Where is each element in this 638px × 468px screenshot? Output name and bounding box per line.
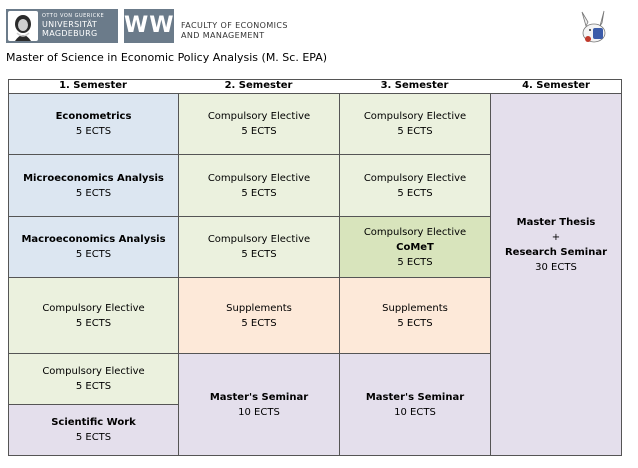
module-title: Master's Seminar — [209, 391, 309, 403]
module-title: Microeconomics Analysis — [23, 172, 164, 184]
university-line2: MAGDEBURG — [42, 29, 98, 38]
portrait-icon — [8, 11, 38, 41]
university-line1: UNIVERSITÄT — [42, 20, 98, 29]
semester-2-header: 2. Semester — [224, 80, 293, 91]
module-compulsory-elective: Compulsory Elective 5 ECTS — [339, 93, 491, 155]
module-compulsory-elective: Compulsory Elective 5 ECTS — [178, 216, 340, 278]
module-title-2: Research Seminar — [504, 247, 608, 258]
semester-1-header: 1. Semester — [59, 80, 127, 91]
module-ects: 5 ECTS — [75, 187, 112, 199]
module-ects: 5 ECTS — [75, 317, 112, 329]
module-ects: 5 ECTS — [241, 249, 277, 260]
module-title: Macroeconomics Analysis — [21, 234, 166, 245]
module-title: Compulsory Elective — [207, 172, 311, 184]
module-ects: 5 ECTS — [397, 317, 433, 329]
module-compulsory-elective-comet: Compulsory Elective CoMeT 5 ECTS — [339, 216, 491, 278]
module-compulsory-elective: Compulsory Elective 5 ECTS — [339, 154, 491, 217]
module-title: Compulsory Elective — [363, 172, 467, 184]
module-plus: + — [551, 232, 561, 243]
module-title: Compulsory Elective — [42, 302, 145, 314]
module-compulsory-elective: Compulsory Elective 5 ECTS — [8, 353, 179, 405]
semester-4-header: 4. Semester — [522, 80, 590, 91]
module-title: Compulsory Elective — [363, 226, 467, 238]
module-compulsory-elective: Compulsory Elective 5 ECTS — [178, 93, 340, 155]
module-title: Compulsory Elective — [42, 366, 145, 377]
module-title: Econometrics — [55, 111, 132, 122]
module-masters-seminar: Master's Seminar 10 ECTS — [178, 353, 340, 456]
module-title: Master's Seminar — [365, 391, 465, 403]
module-ects: 5 ECTS — [75, 432, 112, 443]
module-ects: 5 ECTS — [397, 126, 433, 137]
module-ects: 5 ECTS — [241, 317, 277, 329]
module-ects: 5 ECTS — [75, 381, 112, 392]
module-title: Compulsory Elective — [207, 234, 311, 245]
module-ects: 5 ECTS — [397, 256, 433, 268]
module-supplements: Supplements 5 ECTS — [178, 277, 340, 354]
module-ects: 10 ECTS — [238, 406, 280, 418]
module-title: Scientific Work — [51, 417, 136, 428]
module-title: Supplements — [382, 302, 448, 314]
module-ects: 5 ECTS — [75, 249, 112, 260]
ww-logo: WW — [124, 9, 174, 43]
faculty-line2: AND MANAGEMENT — [181, 31, 265, 40]
faculty-line1: FACULTY OF ECONOMICS — [181, 21, 288, 30]
module-masters-seminar: Master's Seminar 10 ECTS — [339, 353, 491, 456]
mascot-icon — [574, 8, 614, 46]
module-microeconomics: Microeconomics Analysis 5 ECTS — [8, 154, 179, 217]
module-subtitle: CoMeT — [396, 241, 434, 253]
module-macroeconomics: Macroeconomics Analysis 5 ECTS — [8, 216, 179, 278]
module-ects: 30 ECTS — [535, 262, 577, 273]
module-title: Supplements — [226, 302, 292, 314]
module-ects: 5 ECTS — [241, 126, 277, 137]
module-scientific-work: Scientific Work 5 ECTS — [8, 404, 179, 456]
module-econometrics: Econometrics 5 ECTS — [8, 93, 179, 155]
module-ects: 10 ECTS — [394, 406, 436, 418]
module-supplements: Supplements 5 ECTS — [339, 277, 491, 354]
university-small-text: OTTO VON GUERICKE — [42, 13, 105, 19]
module-title: Master Thesis — [516, 217, 596, 228]
module-ects: 5 ECTS — [75, 126, 112, 137]
semester-3-header: 3. Semester — [380, 80, 449, 91]
module-ects: 5 ECTS — [397, 187, 433, 199]
faculty-name: FACULTY OF ECONOMICS AND MANAGEMENT — [181, 21, 288, 41]
module-title: Compulsory Elective — [363, 111, 467, 122]
page-title: Master of Science in Economic Policy Ana… — [6, 51, 328, 64]
module-compulsory-elective: Compulsory Elective 5 ECTS — [8, 277, 179, 354]
module-compulsory-elective: Compulsory Elective 5 ECTS — [178, 154, 340, 217]
module-title: Compulsory Elective — [207, 111, 311, 122]
module-ects: 5 ECTS — [241, 187, 277, 199]
university-logo: OTTO VON GUERICKE UNIVERSITÄT MAGDEBURG — [6, 9, 118, 43]
module-master-thesis: Master Thesis + Research Seminar 30 ECTS — [490, 93, 622, 456]
